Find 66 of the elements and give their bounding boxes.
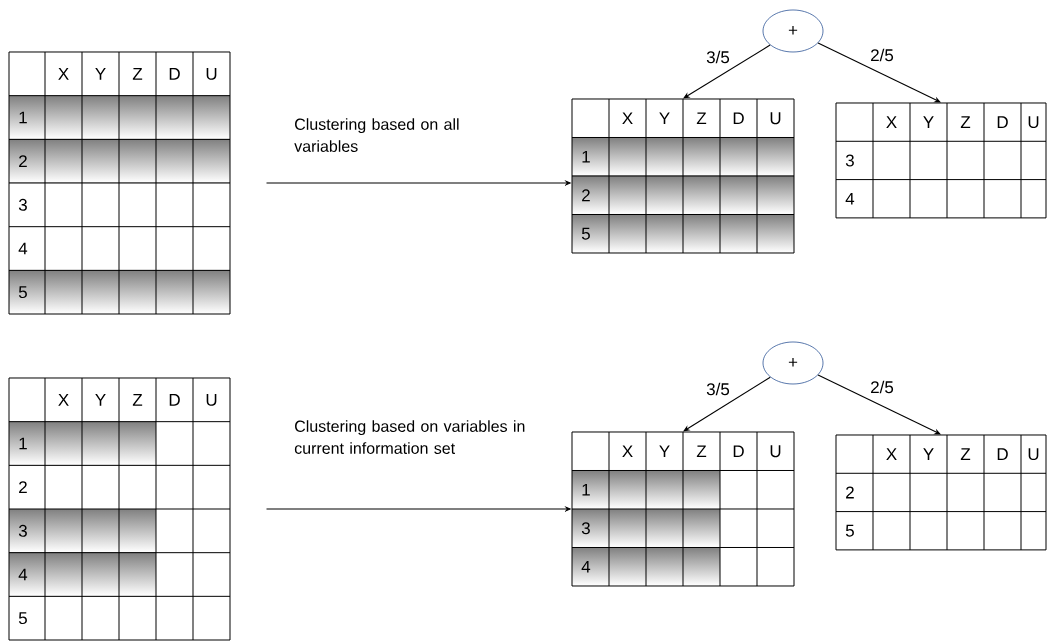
column-header: X [622,112,633,125]
row-label: 3 [18,524,27,537]
column-header: D [997,116,1008,128]
column-header: Z [696,112,707,125]
edge-label: 2/5 [871,48,894,62]
row-label: 3 [845,154,854,167]
column-header: Y [95,394,106,406]
column-header: X [886,448,897,460]
column-header: Y [923,448,934,460]
column-header: X [886,116,897,128]
column-header: Y [95,68,106,80]
column-header: D [733,445,744,458]
column-header: Y [659,112,670,125]
edge-label: Clustering based on all variables [294,118,459,152]
column-header: D [169,394,180,406]
row-label: 3 [18,198,27,211]
data-table [835,102,1047,219]
column-header: U [206,67,217,80]
column-header: Z [960,448,971,460]
row-label: 2 [582,189,590,202]
row-label: 1 [19,437,27,450]
row-label: 5 [18,286,27,299]
row-label: 3 [581,522,590,535]
column-header: Z [132,68,143,80]
column-header: Z [960,116,971,128]
column-header: U [1028,448,1039,461]
column-header: Y [923,116,934,128]
arrow [817,42,941,103]
row-label: 5 [581,227,590,240]
column-header: U [206,393,217,406]
column-header: Y [659,445,670,458]
row-label: 1 [19,111,27,124]
edge-label: 3/5 [706,382,730,396]
column-header: D [169,68,180,80]
row-label: 4 [845,192,855,205]
edge-label: Clustering based on variables in current information set [294,420,525,454]
column-header: D [733,112,744,125]
column-header: Z [696,445,707,458]
row-label: 4 [18,242,28,255]
data-table [571,98,795,254]
row-label: 2 [19,155,27,168]
row-label: 1 [582,150,590,163]
row-label: 5 [18,612,27,625]
arrow [683,376,771,432]
column-header: Z [132,394,143,406]
arrow [683,44,771,99]
row-label: 2 [846,486,854,499]
edge-label: 3/5 [706,50,730,64]
row-label: 2 [19,481,27,494]
data-table [835,434,1047,551]
column-header: D [997,448,1008,460]
data-table [8,51,231,315]
column-header: U [1028,116,1039,129]
row-label: 4 [18,568,28,581]
row-label: 5 [845,524,854,537]
arrow [817,374,941,435]
column-header: X [58,68,69,80]
column-header: U [770,112,781,125]
column-header: X [622,445,633,458]
row-label: 4 [581,560,591,573]
column-header: U [770,445,781,458]
edge-label: 2/5 [871,380,894,394]
column-header: X [58,394,69,406]
data-table [571,431,795,587]
data-table [8,377,231,641]
row-label: 1 [582,483,590,496]
